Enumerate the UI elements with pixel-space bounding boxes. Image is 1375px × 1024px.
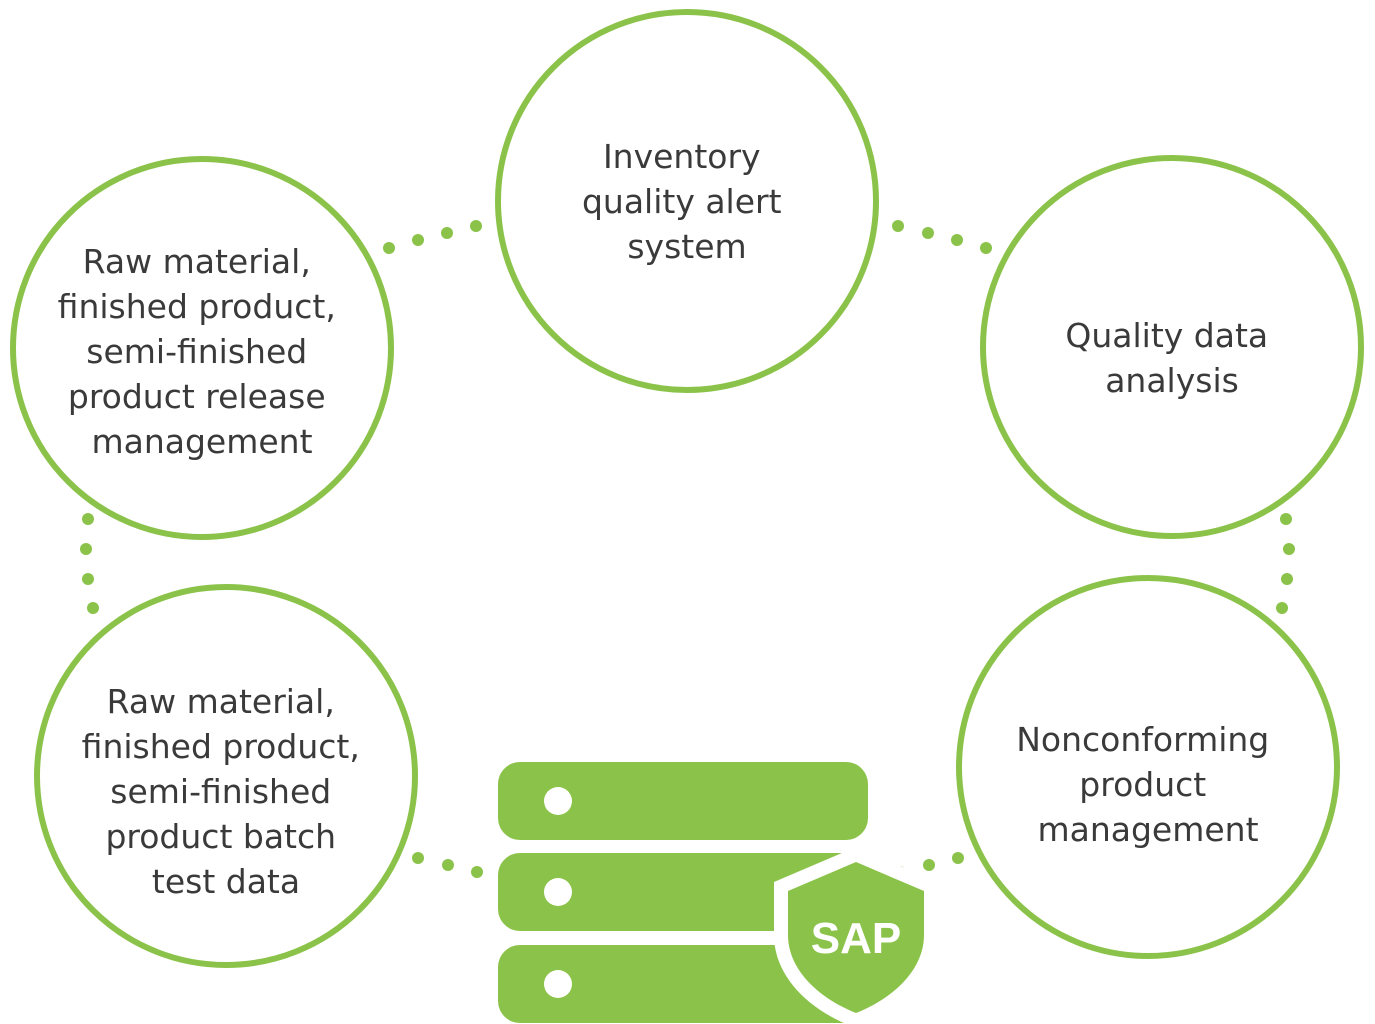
node-label-quality-data-analysis: Quality data analysis: [1065, 316, 1278, 400]
label-line: product batch: [105, 817, 336, 856]
node-label-batch-test-data: Raw material, finished product, semi-fin…: [82, 682, 371, 901]
label-line: quality alert: [582, 182, 782, 221]
node-circles: [10, 9, 1364, 968]
sap-label: SAP: [811, 914, 901, 963]
label-line: Nonconforming: [1016, 720, 1269, 759]
shield-body: [788, 862, 924, 1013]
connector-analysis-to-nonconforming: [1276, 513, 1295, 614]
label-line: analysis: [1105, 361, 1239, 400]
shield-icon: SAP: [774, 847, 938, 1024]
server-unit-top: [498, 762, 868, 840]
label-line: Raw material,: [83, 242, 311, 281]
node-label-inventory-quality-alert: Inventory quality alert system: [582, 137, 792, 266]
label-line: semi-finished: [86, 332, 307, 371]
label-line: system: [627, 227, 746, 266]
connector-release-to-batch: [80, 513, 99, 614]
label-line: product release: [68, 377, 326, 416]
label-line: product: [1079, 765, 1206, 804]
node-circle-nonconforming-product: [956, 575, 1340, 959]
node-circle-batch-test-data: [34, 584, 418, 968]
label-line: finished product,: [82, 727, 360, 766]
server-unit-bottom: [498, 945, 868, 1023]
label-line: Quality data: [1065, 316, 1268, 355]
label-line: Raw material,: [107, 682, 335, 721]
node-label-nonconforming-product: Nonconforming product management: [1016, 720, 1280, 849]
label-line: test data: [152, 862, 300, 901]
label-line: Inventory: [603, 137, 761, 176]
node-label-release-management: Raw material, finished product, semi-fin…: [58, 242, 347, 461]
connector-batch-to-server: [412, 852, 483, 878]
node-circle-inventory-quality-alert: [495, 9, 879, 393]
server-led-middle: [544, 878, 572, 906]
node-circle-quality-data-analysis: [980, 155, 1364, 539]
connector-release-to-inventory: [383, 220, 482, 254]
label-line: semi-finished: [110, 772, 331, 811]
node-circle-release-management: [10, 156, 394, 540]
label-line: management: [1037, 810, 1258, 849]
connectors: [80, 220, 1295, 878]
label-line: finished product,: [58, 287, 336, 326]
connector-inventory-to-analysis: [892, 220, 992, 254]
server-led-top: [544, 787, 572, 815]
server-led-bottom: [544, 970, 572, 998]
label-line: management: [91, 422, 312, 461]
